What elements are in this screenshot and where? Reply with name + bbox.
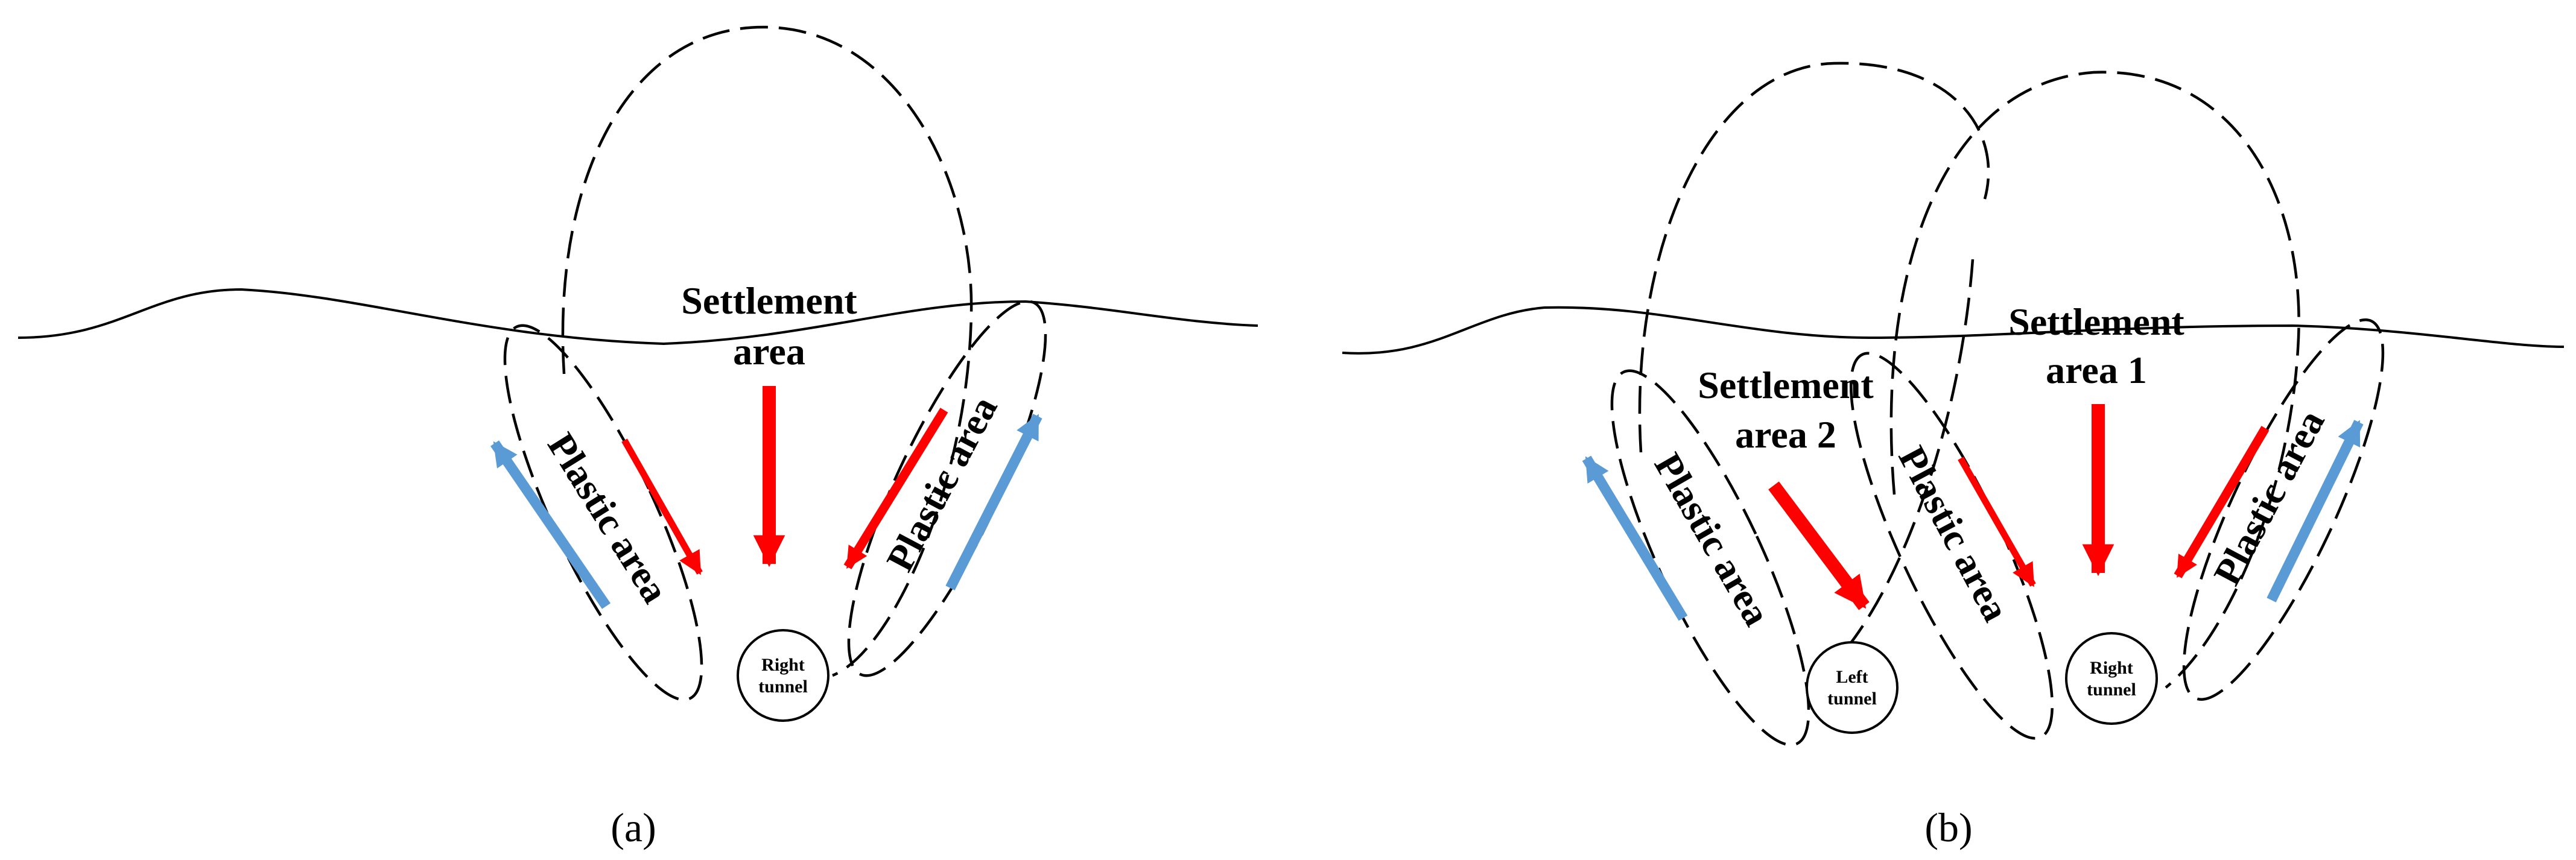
- settlement-arrow-right-slope: [843, 408, 948, 569]
- uplift-arrow-right: [945, 414, 1042, 590]
- settlement-area-label-line1: Settlement: [681, 279, 857, 322]
- settlement-arrow-middle-slope: [1958, 457, 2036, 587]
- right-tunnel-label-line1: Right: [761, 655, 805, 675]
- plastic-area-left-label: Plastic area: [539, 425, 677, 610]
- settlement-arrow-right-slope: [2174, 426, 2270, 578]
- panel-a-caption: (a): [611, 805, 656, 850]
- settlement-area-1-label-line1: Settlement: [2008, 300, 2184, 343]
- panel-b: Settlement area 2 Settlement area 1 Plas…: [1342, 62, 2565, 850]
- settlement-area-2-label-line1: Settlement: [1698, 364, 1874, 406]
- ground-surface-line: [1342, 306, 2565, 355]
- uplift-arrow-left: [1582, 455, 1688, 621]
- plastic-area-right-outline: [2182, 318, 2385, 701]
- settlement-area-2-label-line2: area 2: [1735, 413, 1836, 456]
- settlement-area-1-outline: [1889, 71, 2300, 689]
- settlement-area-outline: [561, 25, 973, 677]
- panel-b-caption: (b): [1924, 805, 1972, 850]
- settlement-area-2-outline: [1638, 62, 1990, 677]
- settlement-area-label-line2: area: [733, 330, 805, 373]
- left-tunnel-label-line1: Left: [1836, 667, 1868, 687]
- right-tunnel-label-line2: tunnel: [2087, 680, 2136, 700]
- right-tunnel-circle: [2065, 632, 2158, 725]
- settlement-area-1-label-line2: area 1: [2046, 349, 2147, 391]
- right-tunnel-label-line1: Right: [2090, 658, 2133, 678]
- left-tunnel-label-line2: tunnel: [1827, 689, 1877, 709]
- panel-a: Settlement area Plastic area Plastic are…: [17, 25, 1258, 850]
- settlement-arrow-diagonal-left-tunnel: [1768, 481, 1870, 610]
- right-tunnel-label-line2: tunnel: [758, 677, 808, 697]
- ground-surface-line: [17, 288, 1258, 346]
- left-tunnel-circle: [1806, 641, 1899, 734]
- uplift-arrow-left: [490, 440, 611, 609]
- settlement-arrow-left-slope: [621, 438, 703, 575]
- right-tunnel-circle: [737, 629, 830, 722]
- uplift-arrow-right: [2267, 420, 2364, 602]
